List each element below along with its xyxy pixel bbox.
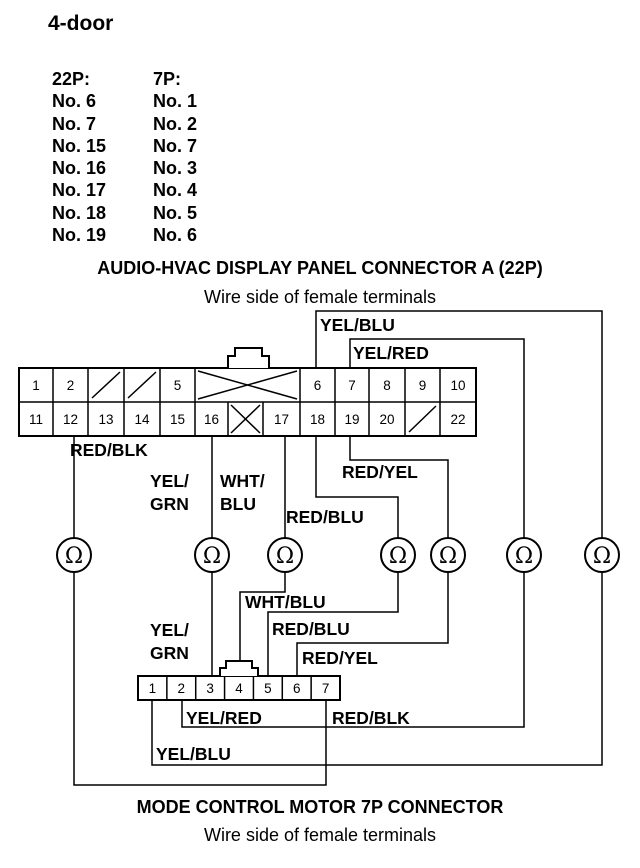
connector-a-bottom-pin: 22 bbox=[450, 412, 465, 427]
svg-text:Ω: Ω bbox=[593, 544, 611, 569]
wire-red-blu-bottom bbox=[267, 572, 399, 676]
page-heading: 4-door bbox=[48, 12, 114, 35]
label-wht-blu-1: WHT/ bbox=[220, 471, 265, 491]
label-yel-blu-b: YEL/BLU bbox=[156, 744, 231, 764]
wire-yel-red-bottom bbox=[181, 572, 525, 728]
wires bbox=[73, 310, 603, 786]
connector-a-bottom-pin: 19 bbox=[344, 412, 359, 427]
connector-a-title: AUDIO-HVAC DISPLAY PANEL CONNECTOR A (22… bbox=[97, 258, 543, 278]
label-wht-blu-2: BLU bbox=[220, 494, 256, 514]
pin-list-22p: 22P: No. 6 No. 7 No. 15 No. 16 No. 17 No… bbox=[52, 68, 106, 246]
connector-a-bottom-pin: 15 bbox=[170, 412, 185, 427]
wire-yel-red bbox=[349, 338, 525, 538]
pin-list-item: No. 4 bbox=[153, 180, 198, 201]
wire-wht-blu-bottom bbox=[239, 572, 286, 676]
svg-text:Ω: Ω bbox=[65, 544, 83, 569]
connector-a-bottom-pin: 11 bbox=[29, 412, 43, 427]
blank-cavity bbox=[91, 371, 121, 399]
connector-a-bottom-pin: 14 bbox=[134, 412, 150, 427]
connector-a-top-pin: 9 bbox=[419, 378, 427, 393]
label-red-yel: RED/YEL bbox=[342, 462, 418, 482]
connector-a-top-pin: 6 bbox=[314, 378, 322, 393]
wire-yel-blu-bottom bbox=[151, 572, 603, 766]
connector-b-pin: 6 bbox=[293, 681, 301, 696]
ohmmeter-icon: Ω bbox=[194, 537, 230, 573]
label-red-blk: RED/BLK bbox=[70, 440, 148, 460]
pin-list-item: No. 7 bbox=[153, 135, 198, 156]
wire-red-yel-bottom bbox=[296, 572, 449, 676]
pin-list-item: No. 16 bbox=[52, 158, 107, 179]
pin-list-header: 7P: bbox=[153, 69, 182, 89]
pin-list-item: No. 19 bbox=[52, 225, 107, 246]
pin-list-item: No. 17 bbox=[52, 180, 107, 201]
label-yel-red: YEL/RED bbox=[353, 343, 429, 363]
label-yel-grn-2: GRN bbox=[150, 494, 189, 514]
connector-a-bottom-pin: 16 bbox=[204, 412, 219, 427]
label-red-yel-b: RED/YEL bbox=[302, 648, 378, 668]
connector-b-pin: 3 bbox=[206, 681, 214, 696]
connector-a-bottom-pin: 13 bbox=[98, 412, 113, 427]
connector-a-top-pin: 10 bbox=[450, 378, 465, 393]
connector-a-bottom-pin: 12 bbox=[63, 412, 78, 427]
ohmmeter-icon: Ω bbox=[267, 537, 303, 573]
connector-a-bottom-pin: 18 bbox=[310, 412, 325, 427]
ohmmeter-icon: Ω bbox=[380, 537, 416, 573]
pin-list-item: No. 18 bbox=[52, 202, 107, 223]
connector-b-pin: 2 bbox=[178, 681, 186, 696]
blank-cavity bbox=[127, 371, 157, 399]
label-wht-blu-b: WHT/BLU bbox=[245, 592, 326, 612]
wire-red-blu bbox=[315, 436, 399, 538]
pin-list-item: No. 7 bbox=[52, 113, 97, 134]
connector-b-latch bbox=[219, 660, 259, 676]
connector-a-top-pin: 1 bbox=[32, 378, 40, 393]
label-red-blk-b: RED/BLK bbox=[332, 708, 410, 728]
pin-list-item: No. 15 bbox=[52, 135, 107, 156]
connector-b: 1 2 3 4 5 6 7 bbox=[137, 660, 341, 701]
ohmmeter-icon: Ω bbox=[506, 537, 542, 573]
svg-text:Ω: Ω bbox=[439, 544, 457, 569]
pin-list-item: No. 6 bbox=[153, 225, 198, 246]
label-red-blu: RED/BLU bbox=[286, 507, 364, 527]
ohmmeter-icon: Ω bbox=[584, 537, 620, 573]
label-yel-blu: YEL/BLU bbox=[320, 315, 395, 335]
pin-list-item: No. 5 bbox=[153, 202, 198, 223]
connector-b-pin: 4 bbox=[235, 681, 243, 696]
label-yel-red-b: YEL/RED bbox=[186, 708, 262, 728]
connector-b-subtitle: Wire side of female terminals bbox=[203, 825, 437, 845]
pin-list-header: 22P: bbox=[52, 69, 91, 89]
pin-list-item: No. 3 bbox=[153, 158, 198, 179]
svg-text:Ω: Ω bbox=[276, 544, 294, 569]
svg-text:Ω: Ω bbox=[389, 544, 407, 569]
pin-list-item: No. 1 bbox=[153, 91, 198, 112]
label-yel-grn-b2: GRN bbox=[150, 643, 189, 663]
pin-list-item: No. 6 bbox=[52, 91, 97, 112]
pin-list-7p: 7P: No. 1 No. 2 No. 7 No. 3 No. 4 No. 5 … bbox=[153, 68, 197, 246]
connector-a-top-pin: 5 bbox=[174, 378, 182, 393]
label-yel-grn-1: YEL/ bbox=[150, 471, 189, 491]
connector-a-top-pin: 2 bbox=[67, 378, 75, 393]
svg-text:Ω: Ω bbox=[515, 544, 533, 569]
connector-a-top-pin: 7 bbox=[348, 378, 356, 393]
connector-a-latch bbox=[227, 347, 270, 368]
blank-cavity bbox=[408, 405, 437, 433]
connector-b-pin: 5 bbox=[264, 681, 272, 696]
connector-b-title: MODE CONTROL MOTOR 7P CONNECTOR bbox=[136, 797, 504, 817]
wire-red-yel bbox=[349, 436, 449, 538]
pin-list-item: No. 2 bbox=[153, 113, 198, 134]
connector-a-subtitle: Wire side of female terminals bbox=[203, 287, 437, 307]
ohmmeter-icon: Ω bbox=[430, 537, 466, 573]
ohmmeter-icon: Ω bbox=[56, 537, 92, 573]
svg-text:Ω: Ω bbox=[203, 544, 221, 569]
wire-yel-blu bbox=[315, 310, 603, 538]
connector-a-top-pin: 8 bbox=[383, 378, 391, 393]
label-red-blu-b: RED/BLU bbox=[272, 619, 350, 639]
connector-a-bottom-pin: 20 bbox=[379, 412, 394, 427]
connector-b-pin: 1 bbox=[149, 681, 157, 696]
connector-b-pin: 7 bbox=[322, 681, 330, 696]
connector-a-bottom-pin: 17 bbox=[274, 412, 289, 427]
wire-red-blk-bottom bbox=[73, 572, 327, 786]
label-yel-grn-b1: YEL/ bbox=[150, 620, 189, 640]
